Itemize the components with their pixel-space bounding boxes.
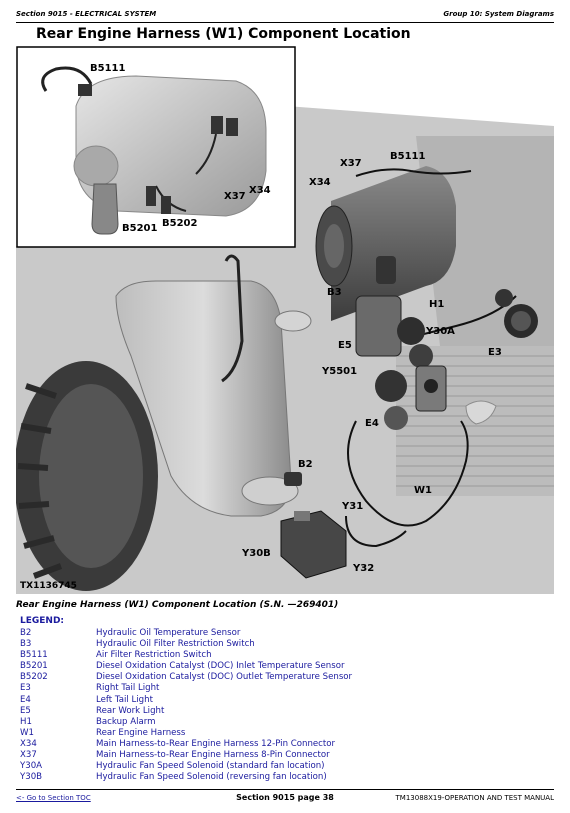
component-location-figure: B5111 B5201 B5202 X37 X34 B3 H1 Y30A E5 … xyxy=(16,46,554,594)
legend-desc: Rear Work Light xyxy=(96,705,165,716)
callout-y5501: Y5501 xyxy=(321,366,357,377)
legend-desc: Main Harness-to-Rear Engine Harness 8-Pi… xyxy=(96,750,330,761)
callout-h1: H1 xyxy=(429,299,444,310)
legend-item: B5201 Diesel Oxidation Catalyst (DOC) Inl… xyxy=(20,661,550,672)
legend-code: W1 xyxy=(20,727,34,738)
doc-canister xyxy=(315,166,456,321)
callout-b5111-inset: B5111 xyxy=(90,63,125,74)
legend-heading: LEGEND: xyxy=(20,616,65,626)
legend-item: B3 Hydraulic Oil Filter Restriction Switc… xyxy=(20,639,550,650)
callout-y30b: Y30B xyxy=(241,548,271,559)
figure-caption: Rear Engine Harness (W1) Component Locat… xyxy=(16,600,339,610)
callout-w1: W1 xyxy=(414,485,432,496)
legend-desc: Hydraulic Oil Temperature Sensor xyxy=(96,628,241,638)
callout-b3: B3 xyxy=(327,287,342,298)
hydraulic-tank xyxy=(115,280,292,517)
legend-item: E3 Right Tail Light xyxy=(20,683,550,694)
callout-y30a: Y30A xyxy=(425,326,455,337)
manual-id: TM13088X19-OPERATION AND TEST MANUAL xyxy=(395,794,554,802)
page-number: Section 9015 page 38 xyxy=(236,793,334,802)
inset-view xyxy=(16,46,296,248)
legend-code: E3 xyxy=(20,683,31,694)
legend-desc: Hydraulic Fan Speed Solenoid (reversing … xyxy=(96,772,327,783)
legend-desc: Main Harness-to-Rear Engine Harness 12-P… xyxy=(96,738,336,749)
legend-desc: Hydraulic Fan Speed Solenoid (standard f… xyxy=(96,761,325,772)
legend-item: E4 Left Tail Light xyxy=(20,695,550,706)
callout-x34-inset: X34 xyxy=(249,185,271,196)
solenoid-y30b-body xyxy=(280,510,347,579)
section-toc-link[interactable]: <- Go to Section TOC xyxy=(16,794,91,802)
callout-y32: Y32 xyxy=(352,563,374,574)
legend-desc: Right Tail Light xyxy=(96,683,160,694)
legend-code: Y30B xyxy=(20,772,43,783)
b2-sensor-body xyxy=(284,472,302,486)
footer-divider xyxy=(16,789,554,790)
legend-desc: Diesel Oxidation Catalyst (DOC) Inlet Te… xyxy=(96,661,345,672)
legend-code: X34 xyxy=(20,738,37,749)
legend-item: X37 Main Harness-to-Rear Engine Harness 8… xyxy=(20,750,550,761)
callout-e4: E4 xyxy=(365,418,379,429)
legend-code: B5201 xyxy=(20,661,48,672)
page-footer: <- Go to Section TOC Section 9015 page 3… xyxy=(16,793,554,806)
legend-desc: Air Filter Restriction Switch xyxy=(96,650,212,661)
legend-item: W1 Rear Engine Harness xyxy=(20,728,550,739)
legend-code: H1 xyxy=(20,716,32,727)
callout-b5111: B5111 xyxy=(390,151,425,162)
tank-cap xyxy=(274,310,312,332)
legend-item: Y30A Hydraulic Fan Speed Solenoid (standa… xyxy=(20,761,550,772)
legend-desc: Rear Engine Harness xyxy=(96,727,186,738)
logo-mark xyxy=(465,400,497,425)
legend-item: X34 Main Harness-to-Rear Engine Harness 1… xyxy=(20,739,550,750)
legend-item: H1 Backup Alarm xyxy=(20,717,550,728)
legend-code: B3 xyxy=(20,639,32,650)
callout-x37-inset: X37 xyxy=(224,191,246,202)
legend-code: E4 xyxy=(20,694,31,705)
legend-desc: Backup Alarm xyxy=(96,716,156,727)
legend-item: E5 Rear Work Light xyxy=(20,706,550,717)
page-header: Section 9015 - ELECTRICAL SYSTEM Group 1… xyxy=(16,6,554,20)
component-cluster xyxy=(355,295,447,430)
header-group: Group 10: System Diagrams xyxy=(443,10,554,18)
right-tail-light xyxy=(495,289,538,338)
header-divider xyxy=(16,22,554,23)
callout-b5201: B5201 xyxy=(122,223,157,234)
legend-item: B2 Hydraulic Oil Temperature Sensor xyxy=(20,628,550,639)
legend-code: B5202 xyxy=(20,672,48,683)
callout-b2: B2 xyxy=(298,459,313,470)
callout-e3: E3 xyxy=(488,347,502,358)
legend-item: B5111 Air Filter Restriction Switch xyxy=(20,650,550,661)
callout-x34: X34 xyxy=(309,177,331,188)
rear-tire xyxy=(16,361,158,591)
figure-id: TX1136745 xyxy=(20,581,77,591)
callout-labels: B5111 B5201 B5202 X37 X34 B3 H1 Y30A E5 … xyxy=(20,63,502,591)
legend-desc: Hydraulic Oil Filter Restriction Switch xyxy=(96,639,255,650)
legend-item: B5202 Diesel Oxidation Catalyst (DOC) Out… xyxy=(20,672,550,683)
legend-desc: Left Tail Light xyxy=(96,694,153,705)
callout-e5: E5 xyxy=(338,340,352,351)
legend-code: B2 xyxy=(20,628,32,638)
tank-hose xyxy=(221,254,244,383)
callout-y31: Y31 xyxy=(341,501,363,512)
callout-b5202: B5202 xyxy=(162,218,197,229)
legend-code: E5 xyxy=(20,705,31,716)
callout-x37: X37 xyxy=(340,158,362,169)
legend-code: X37 xyxy=(20,750,37,761)
legend-code: B5111 xyxy=(20,650,48,661)
harness-w1-path xyxy=(347,420,469,527)
legend-desc: Diesel Oxidation Catalyst (DOC) Outlet T… xyxy=(96,672,353,683)
legend-code: Y30A xyxy=(20,761,43,772)
header-section: Section 9015 - ELECTRICAL SYSTEM xyxy=(16,10,157,18)
legend-item: Y30B Hydraulic Fan Speed Solenoid (revers… xyxy=(20,772,550,783)
page-title: Rear Engine Harness (W1) Component Locat… xyxy=(36,26,411,42)
